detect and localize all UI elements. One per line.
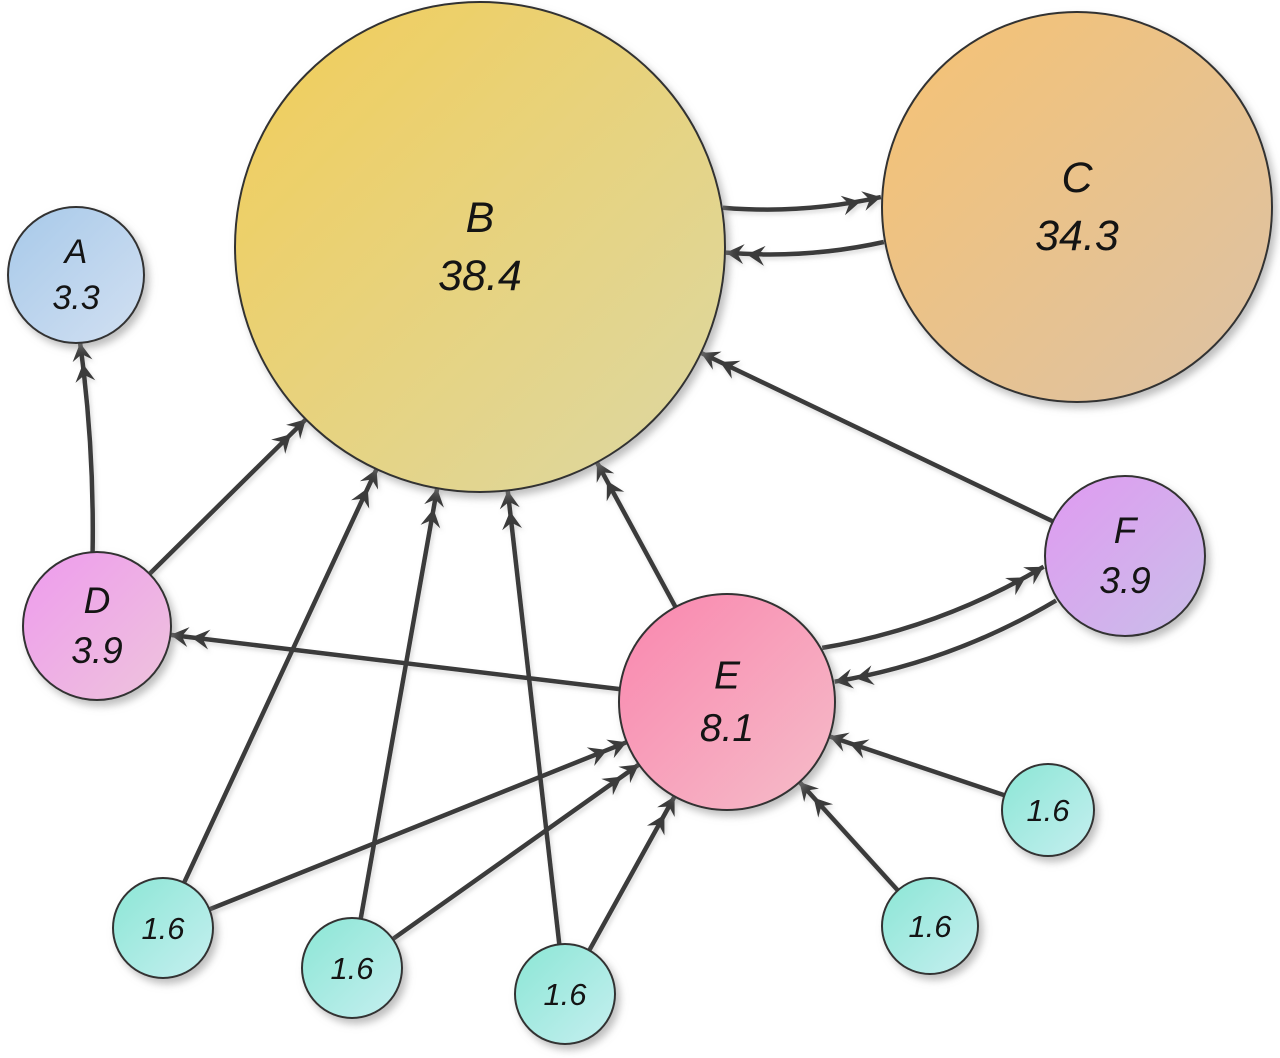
edge-s5-E-arrow (828, 732, 1006, 798)
node-D-circle (22, 551, 172, 701)
edge-s1-B-arrow (182, 468, 379, 884)
node-C-value: 34.3 (1035, 212, 1119, 260)
node-E-circle (618, 593, 836, 811)
node-A-label: A (63, 233, 88, 271)
node-A-circle (7, 206, 145, 344)
node-s5-value: 1.6 (1026, 793, 1070, 828)
node-s4-value: 1.6 (908, 909, 952, 944)
nodes-layer: A 3.3 B 38.4 C 34.3D 3.9E 8.1 F 3.9 1.6 1.6 1.6 1.6 1.… (7, 1, 1273, 1045)
edge-s3-B-arrow (499, 490, 562, 945)
node-E-value: 8.1 (700, 707, 754, 750)
node-B-circle (234, 1, 726, 493)
edge-s2-E-arrow (391, 762, 641, 941)
node-F-value: 3.9 (1099, 560, 1150, 601)
node-s1-circle (112, 877, 214, 979)
edge-C-B-arrow (725, 239, 885, 266)
node-s2-circle (301, 917, 403, 1019)
edge-s4-E-arrow (797, 780, 900, 892)
node-D-label: D (84, 580, 111, 621)
node-D-value: 3.9 (71, 630, 122, 671)
edge-D-B-arrow (148, 417, 308, 576)
edge-E-B-arrow (594, 461, 678, 609)
edge-s3-E-arrow (587, 795, 677, 952)
node-s3-value: 1.6 (543, 977, 587, 1012)
edge-s1-E-arrow (208, 739, 628, 912)
node-C-circle (881, 11, 1273, 403)
edge-F-B-arrow (700, 350, 1054, 524)
node-s5-circle (1001, 763, 1095, 857)
node-B-label: B (466, 194, 495, 242)
node-A-value: 3.3 (52, 279, 99, 317)
edge-D-A-arrow (72, 342, 96, 553)
node-C-label: C (1061, 154, 1093, 202)
edge-B-C-arrow (722, 191, 882, 216)
node-F-circle (1044, 475, 1206, 637)
edge-F-E-arrow (834, 598, 1058, 689)
node-B-value: 38.4 (438, 252, 522, 300)
edge-E-F-arrow (821, 564, 1045, 651)
edges-layer (72, 191, 1058, 952)
node-s3-circle (514, 943, 616, 1045)
edge-E-D-arrow (170, 627, 621, 692)
node-s2-value: 1.6 (330, 951, 374, 986)
node-s1-value: 1.6 (141, 911, 185, 946)
node-E-label: E (714, 654, 741, 697)
node-F-label: F (1114, 510, 1139, 551)
node-s4-circle (881, 877, 979, 975)
edge-s2-B-arrow (358, 487, 444, 920)
